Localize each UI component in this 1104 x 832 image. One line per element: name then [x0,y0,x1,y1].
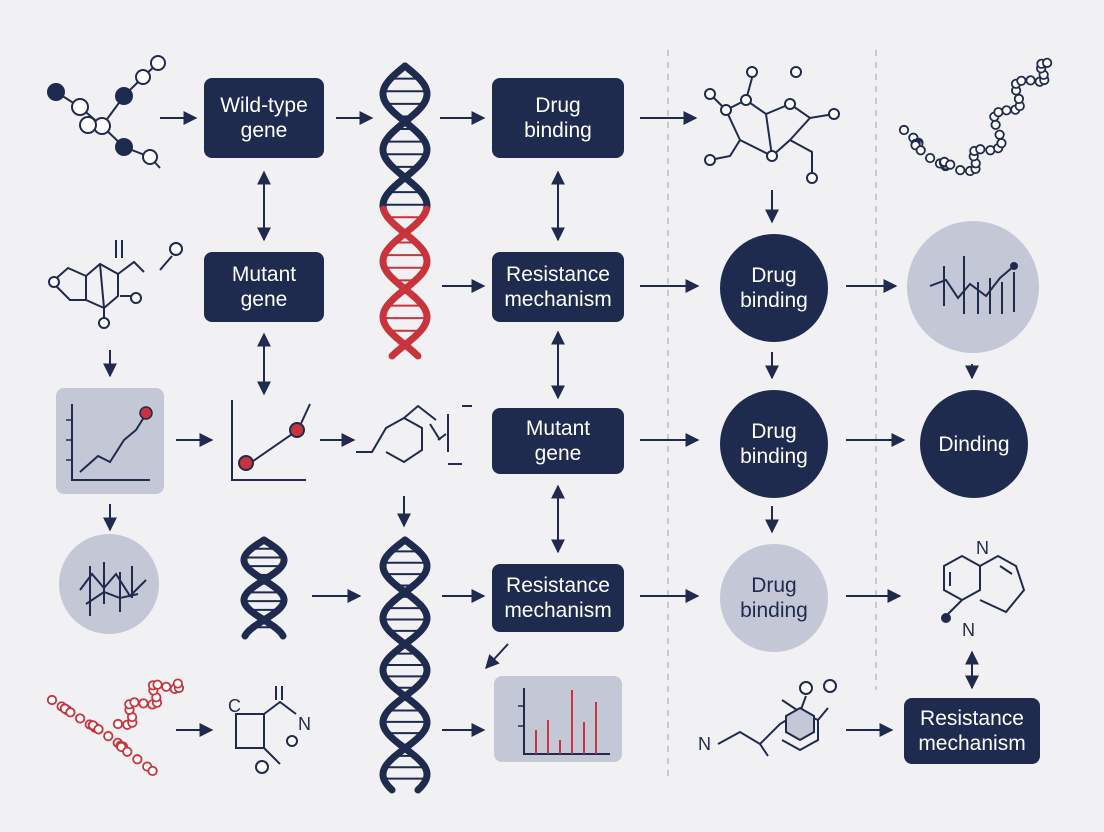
line-chart-icon [231,400,311,481]
drug-binding-circle[interactable]: Drug binding [720,234,828,342]
column-separators [667,50,877,780]
drug-binding-label: Drug binding [524,94,592,142]
resistance-mechanism-box[interactable]: Resistance mechanism [492,252,624,322]
dna-helix-icon [379,62,431,360]
hexagon-molecule-icon [941,554,1026,623]
mutant-gene-box[interactable]: Mutant gene [492,408,624,474]
drug-binding-circle[interactable]: Drug binding [720,544,828,652]
dinding-label: Dinding [938,432,1010,456]
atom-label: N [698,734,711,754]
wild-type-gene-box[interactable]: Wild-type gene [204,78,324,158]
hexagon-molecule-icon [356,404,472,465]
atom-label: N [298,714,311,734]
dna-helix-icon [240,536,288,640]
dinding-circle[interactable]: Dinding [920,390,1028,498]
drug-binding-label: Drug binding [740,420,808,468]
line-chart-icon [56,388,164,494]
drug-binding-box[interactable]: Drug binding [492,78,624,158]
protein-coil-icon [46,678,185,777]
resistance-mechanism-box[interactable]: Resistance mechanism [904,698,1040,764]
connector-arrow [485,643,509,670]
molecule-chain-icon [47,55,166,169]
atom-label: N [962,620,975,640]
molecule-structure-icon [235,686,298,774]
resistance-mechanism-box[interactable]: Resistance mechanism [492,564,624,632]
tree-chart-icon [59,534,159,634]
atom-label: C [228,696,241,716]
atom-label: N [976,538,989,558]
wild-type-gene-label: Wild-type gene [220,94,308,142]
drug-binding-label: Drug binding [740,264,808,312]
molecule-structure-icon [717,679,837,757]
mutant-gene-box[interactable]: Mutant gene [204,252,324,322]
resistance-mechanism-label: Resistance mechanism [504,574,612,622]
molecule-structure-icon [704,66,840,184]
resistance-mechanism-label: Resistance mechanism [504,263,612,311]
protein-coil-icon [898,57,1053,177]
mutant-gene-label: Mutant gene [525,417,591,465]
tree-chart-icon [907,221,1039,353]
drug-binding-circle[interactable]: Drug binding [720,390,828,498]
dna-helix-icon [379,536,431,794]
connector-arrows [103,111,979,737]
drug-binding-label: Drug binding [740,574,808,622]
resistance-mechanism-label: Resistance mechanism [918,707,1026,755]
molecule-structure-icon [48,240,183,329]
bar-chart-icon [494,676,622,762]
mutant-gene-label: Mutant gene [231,263,297,311]
